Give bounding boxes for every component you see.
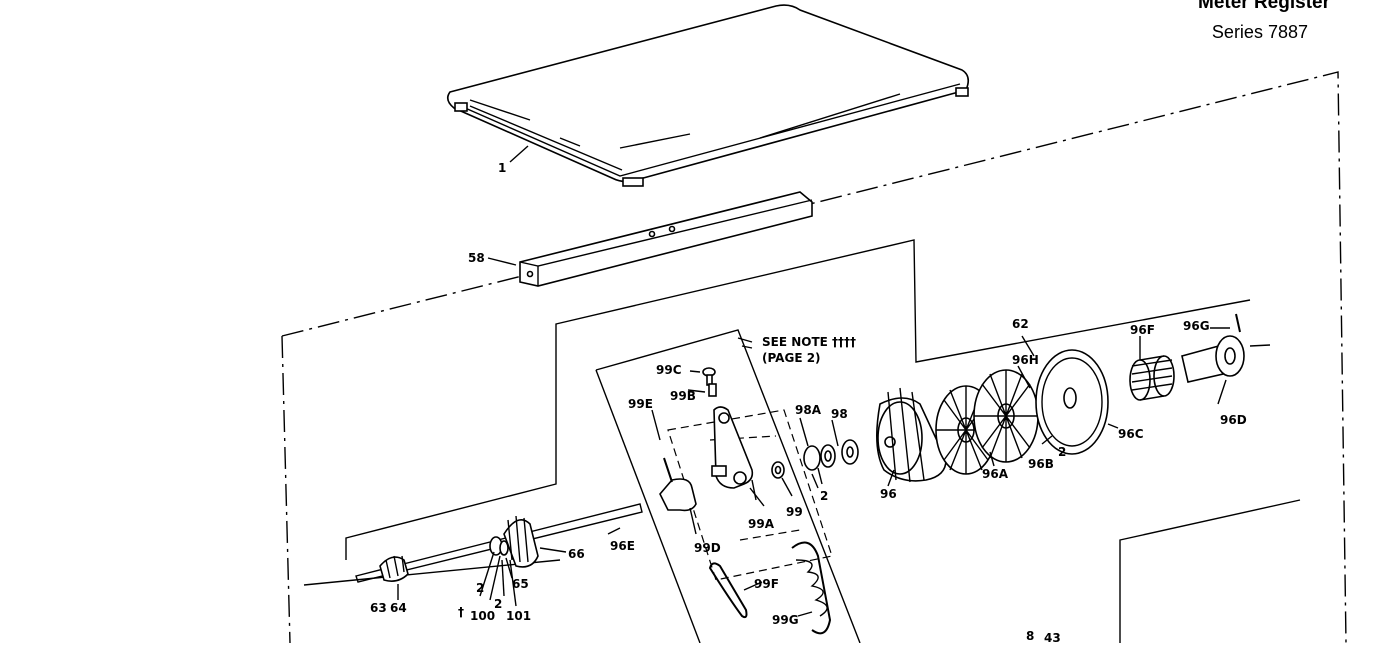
counter-wheels xyxy=(803,313,1245,483)
callout-96a: 96A xyxy=(982,467,1009,481)
cover-plate xyxy=(446,4,970,187)
callout-96c: 96C xyxy=(1118,427,1144,441)
callout-2-gear: 2 xyxy=(1058,445,1066,459)
callout-99a: 99A xyxy=(748,517,775,531)
callout-64: 64 xyxy=(390,601,407,615)
callout-1: 1 xyxy=(498,161,506,175)
leader-lines xyxy=(397,327,1230,617)
callout-2-shaft-a: 2 xyxy=(476,581,484,595)
callout-8: 8 xyxy=(1026,629,1034,643)
callout-96: 96 xyxy=(880,487,897,501)
note-line-2: (PAGE 2) xyxy=(762,351,821,365)
note-frame xyxy=(595,329,861,644)
callout-99d: 99D xyxy=(694,541,721,555)
callout-98a: 98A xyxy=(795,403,822,417)
diagram-series: Series 7887 xyxy=(1211,22,1308,42)
callout-96h: 96H xyxy=(1012,353,1039,367)
callout-96b: 96B xyxy=(1028,457,1054,471)
callout-43: 43 xyxy=(1044,631,1061,643)
callout-63: 63 xyxy=(370,601,387,615)
callout-labels: 1 58 62 96F 96G 96H 96D 96C 96B 96A 96 2… xyxy=(370,161,1247,645)
section-outline xyxy=(303,239,1301,643)
callout-99: 99 xyxy=(786,505,803,519)
bracket-bar xyxy=(487,191,813,287)
callout-96f: 96F xyxy=(1130,323,1155,337)
callout-99b: 99B xyxy=(670,389,696,403)
drive-shaft xyxy=(355,503,643,583)
callout-98: 98 xyxy=(831,407,848,421)
callout-96e: 96E xyxy=(610,539,635,553)
callout-99f: 99F xyxy=(754,577,779,591)
callout-58: 58 xyxy=(468,251,485,265)
callout-dagger: † xyxy=(458,605,464,619)
callout-66: 66 xyxy=(568,547,585,561)
callout-99e: 99E xyxy=(628,397,653,411)
callout-101: 101 xyxy=(506,609,531,623)
diagram-title: Meter Register xyxy=(1198,0,1330,13)
callout-96d: 96D xyxy=(1220,413,1247,427)
pawl-assembly xyxy=(659,367,832,635)
callout-99c: 99C xyxy=(656,363,682,377)
note-line-1: SEE NOTE †††† xyxy=(762,335,856,349)
callout-2-washer: 2 xyxy=(820,489,828,503)
callout-65: 65 xyxy=(512,577,529,591)
callout-100: 100 xyxy=(470,609,495,623)
callout-99g: 99G xyxy=(772,613,799,627)
callout-96g: 96G xyxy=(1183,319,1210,333)
callout-2-shaft-b: 2 xyxy=(494,597,502,611)
callout-62: 62 xyxy=(1012,317,1029,331)
